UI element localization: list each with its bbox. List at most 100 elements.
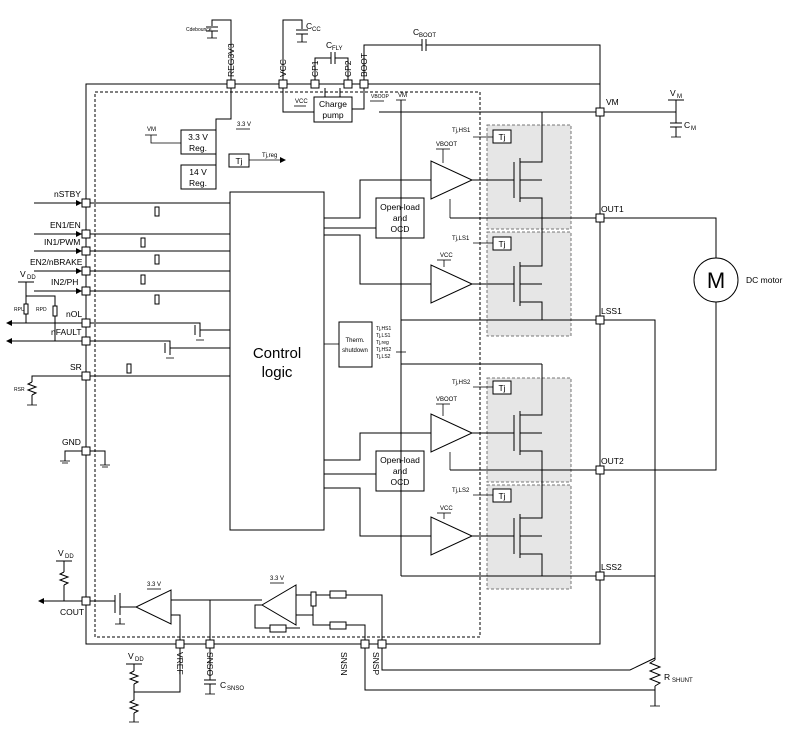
vdd-pullups: V DD RPU RPD <box>14 269 58 341</box>
reg-3v3-block: 3.3 V Reg. <box>180 129 217 155</box>
pin-in1: IN1/PWM <box>44 237 80 247</box>
dc-motor: M DC motor <box>604 217 783 471</box>
pin-nfault: nFAULT <box>51 327 82 337</box>
control-logic-label-2: logic <box>262 364 293 381</box>
tj-sensor-block: Tj Tj,reg <box>228 153 286 168</box>
therm-input-hs1: Tj,HS1 <box>376 326 392 332</box>
svg-text:SHUNT: SHUNT <box>672 678 693 684</box>
svg-text:RPU: RPU <box>14 307 25 313</box>
input-traces <box>6 200 230 452</box>
charge-pump-label-2: pump <box>322 110 344 120</box>
vbootp-label: VBOOP <box>371 94 389 100</box>
svg-text:Tj: Tj <box>498 132 505 142</box>
c-boot: C BOOT <box>363 27 601 108</box>
input-pulldowns <box>126 206 160 374</box>
tj-tag-hs1: Tj Tj,HS1 <box>452 128 512 144</box>
pin-out1: OUT1 <box>601 204 624 214</box>
tj-reg-label: Tj,reg <box>262 153 277 159</box>
svg-text:Cdebounce: Cdebounce <box>186 27 212 33</box>
tj-hs1-label: Tj,HS1 <box>452 128 471 134</box>
pin-lss2: LSS2 <box>601 562 622 572</box>
pin-snsn: SNSN <box>339 652 349 676</box>
pin-en2: EN2/nBRAKE <box>30 257 83 267</box>
ocd-block-1: Open-load and OCD <box>375 197 425 239</box>
ocd1-label-3: OCD <box>391 224 410 234</box>
mosfet-hs2 <box>472 395 543 470</box>
reg-14v-block: 14 V Reg. <box>180 164 217 190</box>
control-logic-label-1: Control <box>253 345 301 362</box>
therm-input-ls1: Tj,LS1 <box>376 333 391 339</box>
pin-cout: COUT <box>60 607 84 617</box>
svg-text:3.3 V: 3.3 V <box>270 576 284 582</box>
svg-text:RSR: RSR <box>14 387 25 393</box>
svg-text:M: M <box>691 126 696 132</box>
vm-supply: V M C M <box>604 88 696 138</box>
pin-nstby: nSTBY <box>54 189 81 199</box>
mosfet-hs1 <box>472 142 543 218</box>
sense-amp: 3.3 V <box>209 576 383 640</box>
ocd2-label-1: Open-load <box>380 455 420 465</box>
svg-text:Tj: Tj <box>498 491 505 501</box>
svg-text:CC: CC <box>312 27 321 33</box>
tj-ls2-label: Tj,LS2 <box>452 488 470 494</box>
svg-text:BOOT: BOOT <box>419 33 436 39</box>
tj-ls1-label: Tj,LS1 <box>452 236 470 242</box>
cout-network: V DD 3.3 V <box>38 548 262 640</box>
fet-area-hs2 <box>486 377 572 483</box>
c-fly: C FLY <box>314 40 349 80</box>
reg-14v-label-1: 14 V <box>189 167 207 177</box>
svg-text:V: V <box>58 548 64 558</box>
svg-text:V: V <box>670 88 676 98</box>
vm-rail-label-top: VM <box>398 93 407 99</box>
pin-sr: SR <box>70 362 82 372</box>
svg-text:Tj: Tj <box>498 383 505 393</box>
charge-pump-label-1: Charge <box>319 99 347 109</box>
package-outline <box>85 83 601 645</box>
ocd-block-2: Open-load and OCD <box>375 450 425 492</box>
c-snso: C SNSO <box>204 648 244 695</box>
vcc-label-2: VCC <box>440 506 453 512</box>
vcc-label-1: VCC <box>440 253 453 259</box>
pin-gnd: GND <box>62 437 81 447</box>
svg-text:C: C <box>684 120 690 130</box>
v33-rail-label: 3.3 V <box>237 122 251 128</box>
svg-text:M: M <box>677 94 682 100</box>
gate-drivers <box>430 160 474 556</box>
vm-rail-label-small: VM <box>147 127 156 133</box>
therm-input-hs2: Tj,HS2 <box>376 347 392 353</box>
gnd-symbols <box>60 450 110 468</box>
pin-snsp: SNSP <box>371 652 381 675</box>
svg-text:C: C <box>306 21 312 31</box>
vcc-top-label: VCC <box>295 99 308 105</box>
control-logic-block: Control logic <box>229 191 325 531</box>
thermal-shutdown-block: Therm. shutdown Tj,HS1 Tj,LS1 Tj,reg Tj,… <box>324 321 392 368</box>
svg-text:DD: DD <box>27 275 36 281</box>
pin-nol: nOL <box>66 309 82 319</box>
vboot-label-1: VBOOT <box>436 142 457 148</box>
tj-label: Tj <box>235 156 242 166</box>
pin-lss1: LSS1 <box>601 306 622 316</box>
dc-motor-label: DC motor <box>746 275 783 285</box>
ocd2-label-3: OCD <box>391 477 410 487</box>
mosfet-ls1 <box>472 218 543 320</box>
therm-label-2: shutdown <box>342 348 368 354</box>
c-cc: C CC <box>282 19 321 80</box>
pin-in2: IN2/PH <box>51 277 78 287</box>
mosfet-ls2 <box>472 470 543 576</box>
pin-vm: VM <box>606 97 619 107</box>
vboot-label-2: VBOOT <box>436 397 457 403</box>
tj-tag-ls2: Tj Tj,LS2 <box>452 488 512 503</box>
open-drain-outputs <box>164 323 204 359</box>
svg-text:FLY: FLY <box>332 46 343 52</box>
svg-text:R: R <box>664 672 670 682</box>
svg-text:SNSO: SNSO <box>227 686 244 692</box>
svg-text:M: M <box>707 268 725 293</box>
tj-tag-hs2: Tj Tj,HS2 <box>452 380 512 395</box>
ocd1-label-1: Open-load <box>380 202 420 212</box>
reg-14v-label-2: Reg. <box>189 178 207 188</box>
reg-3v3-label-2: Reg. <box>189 143 207 153</box>
svg-text:DD: DD <box>135 657 144 663</box>
c-debounce: Cdebounce <box>186 19 232 80</box>
svg-text:V: V <box>20 269 26 279</box>
